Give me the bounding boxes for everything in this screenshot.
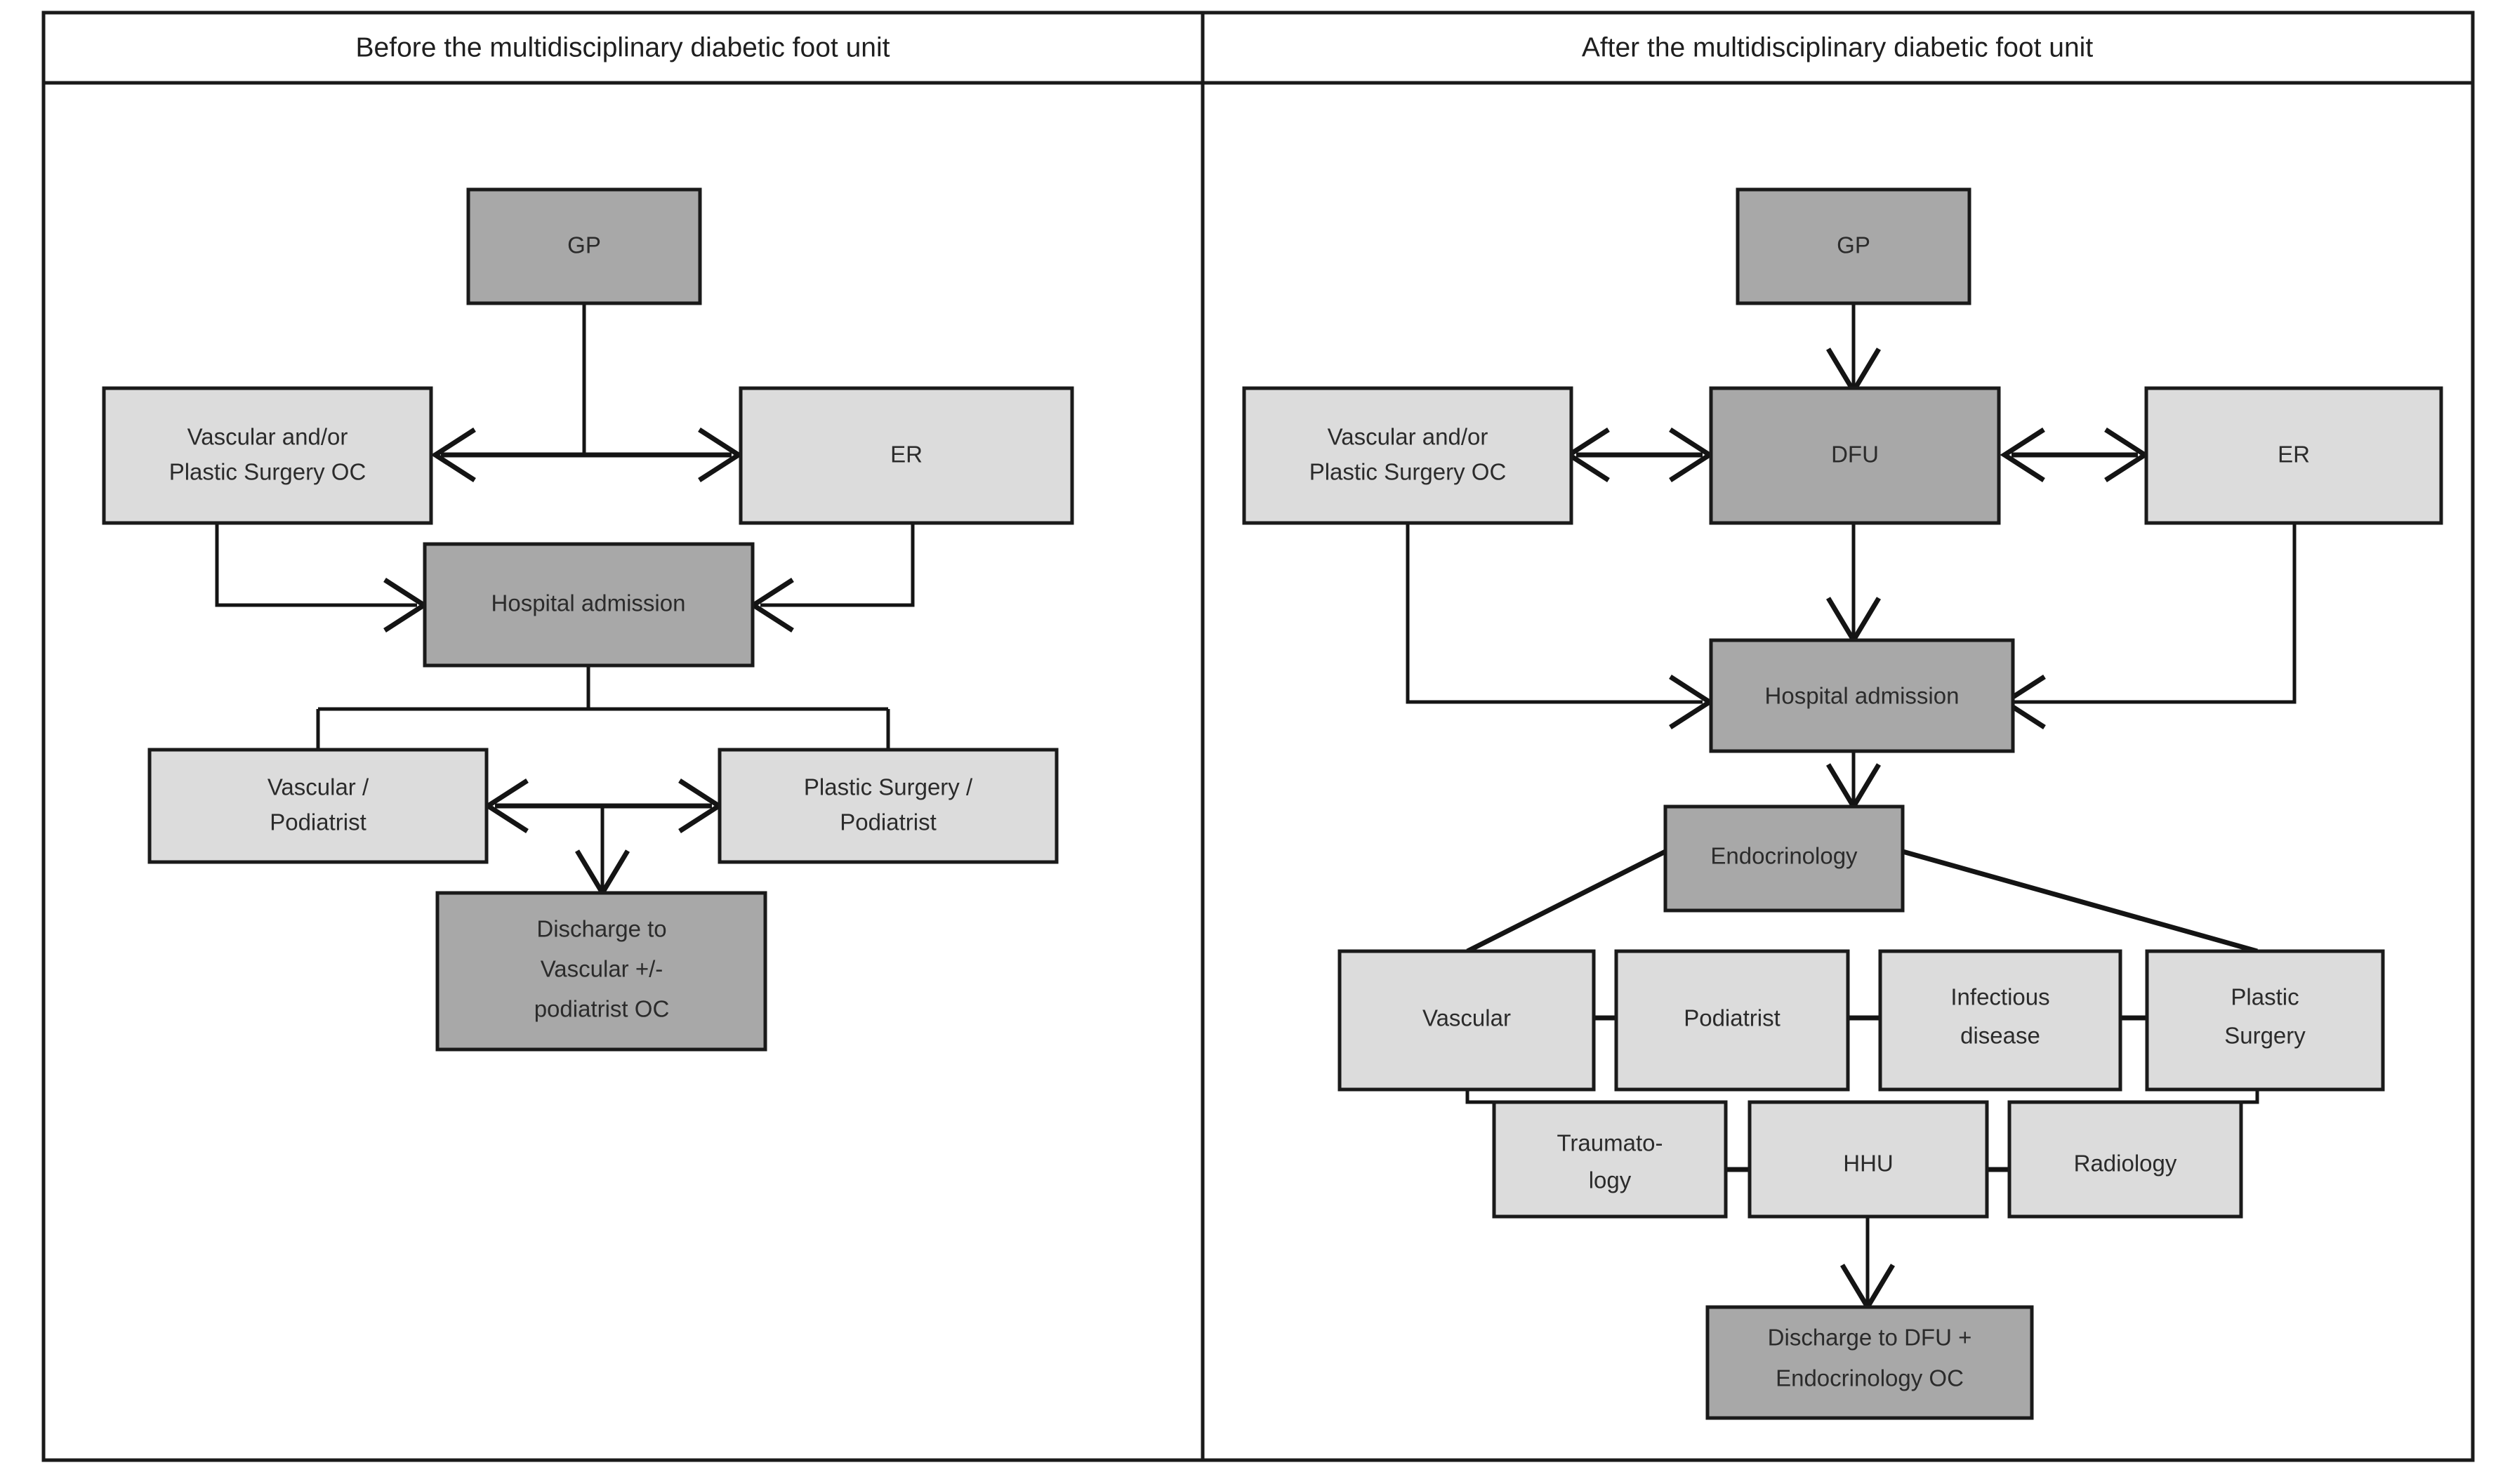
node-dfu-after-label: DFU	[1831, 442, 1879, 468]
node-plastic-surgery-after[interactable]	[2145, 949, 2385, 1092]
connector-plastic-to-radiology-after	[2227, 1089, 2259, 1104]
node-discharge-vascular-before-line3: podiatrist OC	[534, 996, 670, 1022]
node-vascular-podiatrist-before-line2: Podiatrist	[270, 809, 366, 835]
arrowhead-left-dfu-after	[2000, 428, 2045, 482]
node-vascular-podiatrist-before-line1: Vascular /	[267, 774, 369, 800]
connector-er-to-admission-after	[2012, 523, 2297, 704]
node-discharge-vascular-before[interactable]	[435, 891, 767, 1052]
node-infectious-disease-after[interactable]	[1878, 949, 2122, 1092]
node-vasc-plastic-oc-before-line1: Vascular and/or	[187, 424, 348, 450]
node-endocrinology-after-label: Endocrinology	[1710, 843, 1858, 869]
arrowhead-left-vascoc-before	[430, 428, 476, 482]
node-gp-before[interactable]	[466, 187, 702, 305]
node-plastic-podiatrist-before-line2: Podiatrist	[840, 809, 937, 835]
node-vascular-podiatrist-before[interactable]	[147, 748, 489, 864]
node-traumatology-after[interactable]	[1492, 1100, 1728, 1219]
node-vasc-plastic-oc-after-line1: Vascular and/or	[1328, 424, 1488, 450]
node-discharge-dfu-after[interactable]	[1705, 1305, 2034, 1420]
node-hhu-after[interactable]	[1748, 1100, 1989, 1219]
node-hospital-admission-before-label: Hospital admission	[491, 590, 686, 616]
node-radiology-after-label: Radiology	[2074, 1151, 2177, 1177]
node-endocrinology-after[interactable]	[1663, 804, 1905, 913]
node-er-after[interactable]	[2144, 386, 2443, 525]
node-discharge-dfu-after-line2: Endocrinology OC	[1776, 1365, 1964, 1391]
node-plastic-surgery-after-line1: Plastic	[2231, 984, 2299, 1010]
node-plastic-podiatrist-before-line1: Plastic Surgery /	[804, 774, 973, 800]
connector-vascoc-to-admission-after	[1406, 523, 1703, 704]
panel-title-before: Before the multidisciplinary diabetic fo…	[356, 32, 890, 62]
node-vasc-plastic-oc-after-line2: Plastic Surgery OC	[1309, 459, 1507, 485]
node-radiology-after[interactable]	[2007, 1100, 2243, 1219]
node-traumatology-after-line2: logy	[1589, 1167, 1632, 1193]
connector-er-to-admission-before	[760, 523, 915, 607]
node-plastic-podiatrist-before[interactable]	[718, 748, 1059, 864]
node-hospital-admission-after-label: Hospital admission	[1765, 683, 1960, 709]
arrowhead-right-er-before	[698, 428, 744, 482]
node-discharge-dfu-after-line1: Discharge to DFU +	[1768, 1325, 1972, 1351]
node-plastic-surgery-after-line2: Surgery	[2224, 1023, 2306, 1049]
node-er-after-label: ER	[2278, 442, 2310, 468]
connector-vascoc-to-admission-before	[215, 523, 417, 607]
node-traumatology-after-line1: Traumato-	[1557, 1130, 1663, 1156]
connector-endo-to-plastic-after	[1902, 849, 2258, 954]
outer-frame	[41, 11, 2475, 1462]
connector-endo-to-vascular-after	[1466, 849, 1667, 954]
node-vasc-plastic-oc-before[interactable]	[102, 386, 433, 525]
connector-vascular-to-traumatology-after	[1465, 1089, 1500, 1104]
node-gp-after[interactable]	[1736, 187, 1971, 305]
panel-title-after: After the multidisciplinary diabetic foo…	[1582, 32, 2094, 62]
node-gp-before-label: GP	[567, 232, 601, 258]
node-hhu-after-label: HHU	[1843, 1151, 1894, 1177]
node-dfu-after[interactable]	[1709, 386, 2001, 525]
node-er-before[interactable]	[739, 386, 1074, 525]
node-infectious-disease-after-line2: disease	[1960, 1023, 2040, 1049]
node-discharge-vascular-before-line2: Vascular +/-	[541, 956, 663, 982]
node-er-before-label: ER	[890, 442, 923, 468]
node-discharge-vascular-before-line1: Discharge to	[536, 916, 666, 942]
node-podiatrist-after[interactable]	[1614, 949, 1850, 1092]
node-gp-after-label: GP	[1837, 232, 1870, 258]
node-vasc-plastic-oc-after[interactable]	[1242, 386, 1573, 525]
node-vasc-plastic-oc-before-line2: Plastic Surgery OC	[169, 459, 366, 485]
node-vascular-after[interactable]	[1337, 949, 1596, 1092]
node-vascular-after-label: Vascular	[1422, 1005, 1511, 1031]
node-hospital-admission-after[interactable]	[1709, 638, 2015, 753]
node-infectious-disease-after-line1: Infectious	[1950, 984, 2049, 1010]
node-hospital-admission-before[interactable]	[423, 542, 755, 668]
node-podiatrist-after-label: Podiatrist	[1684, 1005, 1781, 1031]
